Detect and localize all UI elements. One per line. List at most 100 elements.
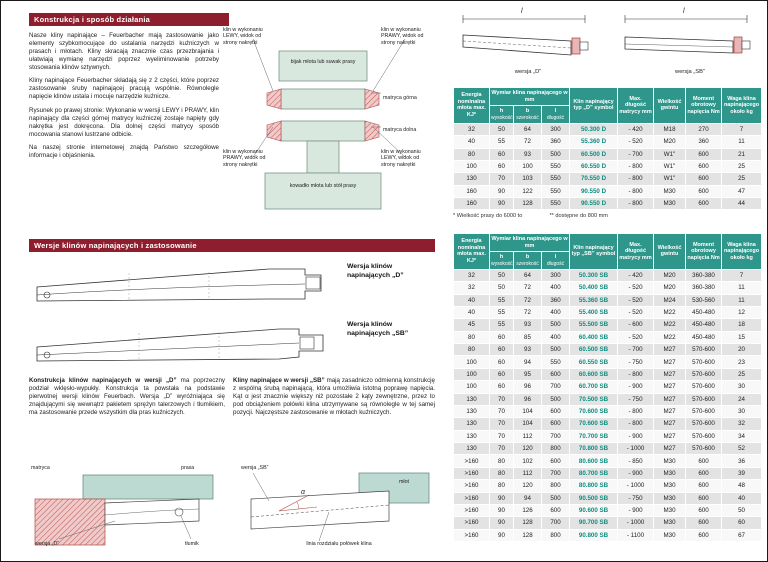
callout-wedge-left-top: klin w wykonaniu LEWY, widok od strony n… — [223, 27, 263, 46]
table-sb-container: Energia nominalna młota max. KJ* Wymiar … — [453, 232, 763, 543]
col-header-symbol-sb: Klin napinający typ „SB” symbol — [569, 233, 619, 270]
table-footnote: * Wielkość prasy do 6000 to ** dostępne … — [453, 213, 761, 219]
label-wersja-sb: wersja „SB” — [241, 465, 269, 471]
col-header-moment: Moment obrotowy napięcia Nm — [685, 233, 723, 270]
wedge-sb-drawing — [29, 315, 339, 369]
description-version-sb: Kliny napinające w wersji „SB” mają zasa… — [233, 377, 435, 417]
footnote-available-length: ** dostępne do 800 mm — [549, 213, 608, 220]
description-d-lead: Konstrukcja klinów napinających w wersji… — [29, 377, 177, 384]
footnote-press-size: * Wielkość prasy do 6000 to — [453, 213, 523, 220]
label-parting-line: linia rozdziału połówek klina — [306, 541, 372, 547]
callout-wedge-left-bottom: klin w wykonaniu PRAWY, widok od strony … — [223, 149, 266, 168]
intro-paragraph-3: Rysunek po prawej stronie: Wykonanie w w… — [29, 106, 219, 138]
table-version-sb: Energia nominalna młota max. KJ* Wymiar … — [453, 232, 763, 543]
dim-label-l-d: l — [521, 8, 523, 15]
intro-paragraph-1: Nasze kliny napinające – Feuerbacher maj… — [29, 32, 219, 72]
section-title-versions: Wersje klinów napinających i zastosowani… — [29, 239, 435, 252]
application-diagram-sb: wersja „SB” młot α linia rozdziału połów… — [239, 465, 435, 551]
intro-text: Nasze kliny napinające – Feuerbacher maj… — [29, 32, 219, 165]
drawing-sb-label: wersja „SB” — [675, 69, 705, 75]
table-d-container: Energia nominalna młota max. KJ* Wymiar … — [453, 86, 763, 219]
description-sb-lead: Kliny napinające w wersji „SB” — [233, 377, 325, 384]
col-header-energia: Energia nominalna młota max. KJ* — [453, 87, 490, 124]
label-upper-die: matryca górna — [383, 95, 417, 101]
col-header-energia: Energia nominalna młota max. KJ* — [453, 233, 490, 270]
label-prasa: prasa — [181, 465, 195, 471]
wedge-d-version-label: Wersja klinów napinających „D” — [347, 263, 404, 279]
wedge-d-drawing — [29, 257, 339, 311]
dimension-drawing-d: l wersja „D” — [453, 8, 603, 85]
label-alpha: α — [301, 489, 305, 496]
section-title-construction: Konstrukcja i sposób działania — [29, 13, 229, 26]
col-header-waga: Waga klina napinającego około kg — [721, 233, 763, 270]
dim-label-l-sb: l — [683, 8, 685, 15]
application-diagram-d: matryca prasa wersja „D” tłumik — [29, 465, 225, 551]
callout-wedge-right-bottom: klin w wykonaniu LEWY, widok od strony n… — [381, 149, 421, 168]
press-assembly-diagram: klin w wykonaniu LEWY, widok od strony n… — [223, 27, 435, 235]
col-header-wymiar: Wymiar klina napinającego w mm — [488, 232, 571, 253]
col-header-gwint: Wielkość gwintu — [653, 87, 687, 124]
wedge-sb-version-label: Wersja klinów napinających „SB” — [347, 321, 409, 337]
callout-wedge-right-top: klin w wykonaniu PRAWY, widok od strony … — [381, 27, 424, 46]
dimension-drawing-sb: l wersja „SB” — [615, 8, 765, 85]
press-assembly-drawing — [252, 38, 406, 210]
label-mlot: młot — [399, 479, 410, 485]
col-header-symbol-d: Klin napinający typ „D” symbol — [569, 87, 619, 124]
description-d-text: ma poprzeczny podział wklęsło-wypukły. K… — [29, 377, 225, 417]
dimension-drawings: l wersja „D” l wersja „SB” — [453, 8, 765, 85]
intro-paragraph-4: Na naszej stronie internetowej znajdą Pa… — [29, 143, 219, 159]
label-matryca: matryca — [31, 465, 50, 471]
intro-paragraph-2: Kliny napinające Feuerbacher składają si… — [29, 77, 219, 101]
col-header-gwint: Wielkość gwintu — [653, 233, 687, 270]
table-version-d: Energia nominalna młota max. KJ* Wymiar … — [453, 86, 763, 211]
col-header-wymiar: Wymiar klina napinającego w mm — [488, 86, 571, 107]
drawing-d-label: wersja „D” — [514, 69, 542, 75]
description-version-d: Konstrukcja klinów napinających w wersji… — [29, 377, 225, 417]
col-header-max: Max. długość matrycy mm — [617, 233, 655, 270]
label-anvil: kowadło młota lub stół prasy — [289, 183, 357, 189]
col-header-moment: Moment obrotowy napięcia Nm — [685, 87, 723, 124]
label-lower-die: matryca dolna — [383, 127, 417, 133]
col-header-max: Max. długość matrycy mm — [617, 87, 655, 124]
label-tlumik: tłumik — [185, 541, 199, 547]
label-ram: bijak młota lub suwak prasy — [290, 59, 356, 65]
label-wersja-d: wersja „D” — [35, 541, 60, 547]
col-header-waga: Waga klina napinającego około kg — [721, 87, 763, 124]
description-sb-text: mają zasadniczo odmienną konstrukcję z w… — [233, 377, 435, 417]
